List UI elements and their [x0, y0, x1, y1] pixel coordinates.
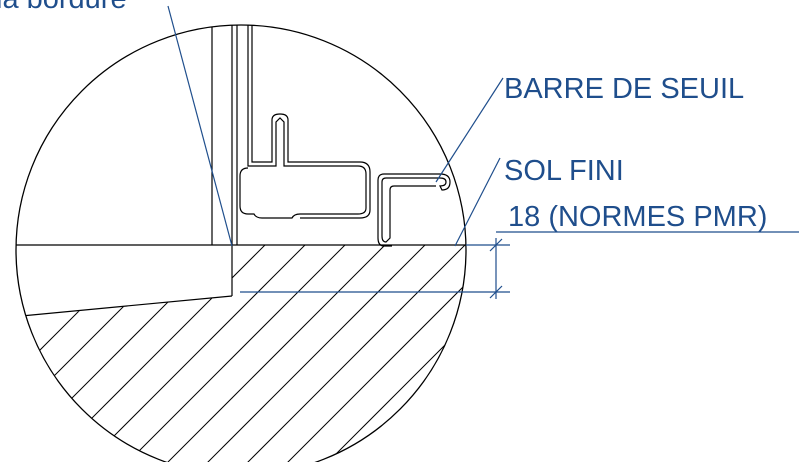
label-bordure: la bordure	[0, 0, 127, 15]
slab-outlines	[16, 244, 466, 319]
leader-barre-de-seuil	[435, 77, 504, 183]
lower-hatching	[16, 296, 232, 462]
dimension-lines	[240, 231, 799, 299]
detail-circle	[15, 24, 467, 462]
label-sol-fini: SOL FINI	[504, 155, 624, 187]
leader-sol-fini	[454, 157, 501, 247]
door-leaf	[239, 25, 371, 219]
leader-lines	[167, 5, 504, 247]
leader-bordure	[167, 5, 233, 247]
floor-hatching	[232, 245, 466, 462]
label-barre-de-seuil: BARRE DE SEUIL	[504, 73, 744, 105]
threshold-bar-profile	[377, 173, 451, 247]
label-dimension: 18 (NORMES PMR)	[508, 201, 767, 233]
door-frame	[211, 25, 238, 245]
detail-content	[16, 25, 466, 462]
